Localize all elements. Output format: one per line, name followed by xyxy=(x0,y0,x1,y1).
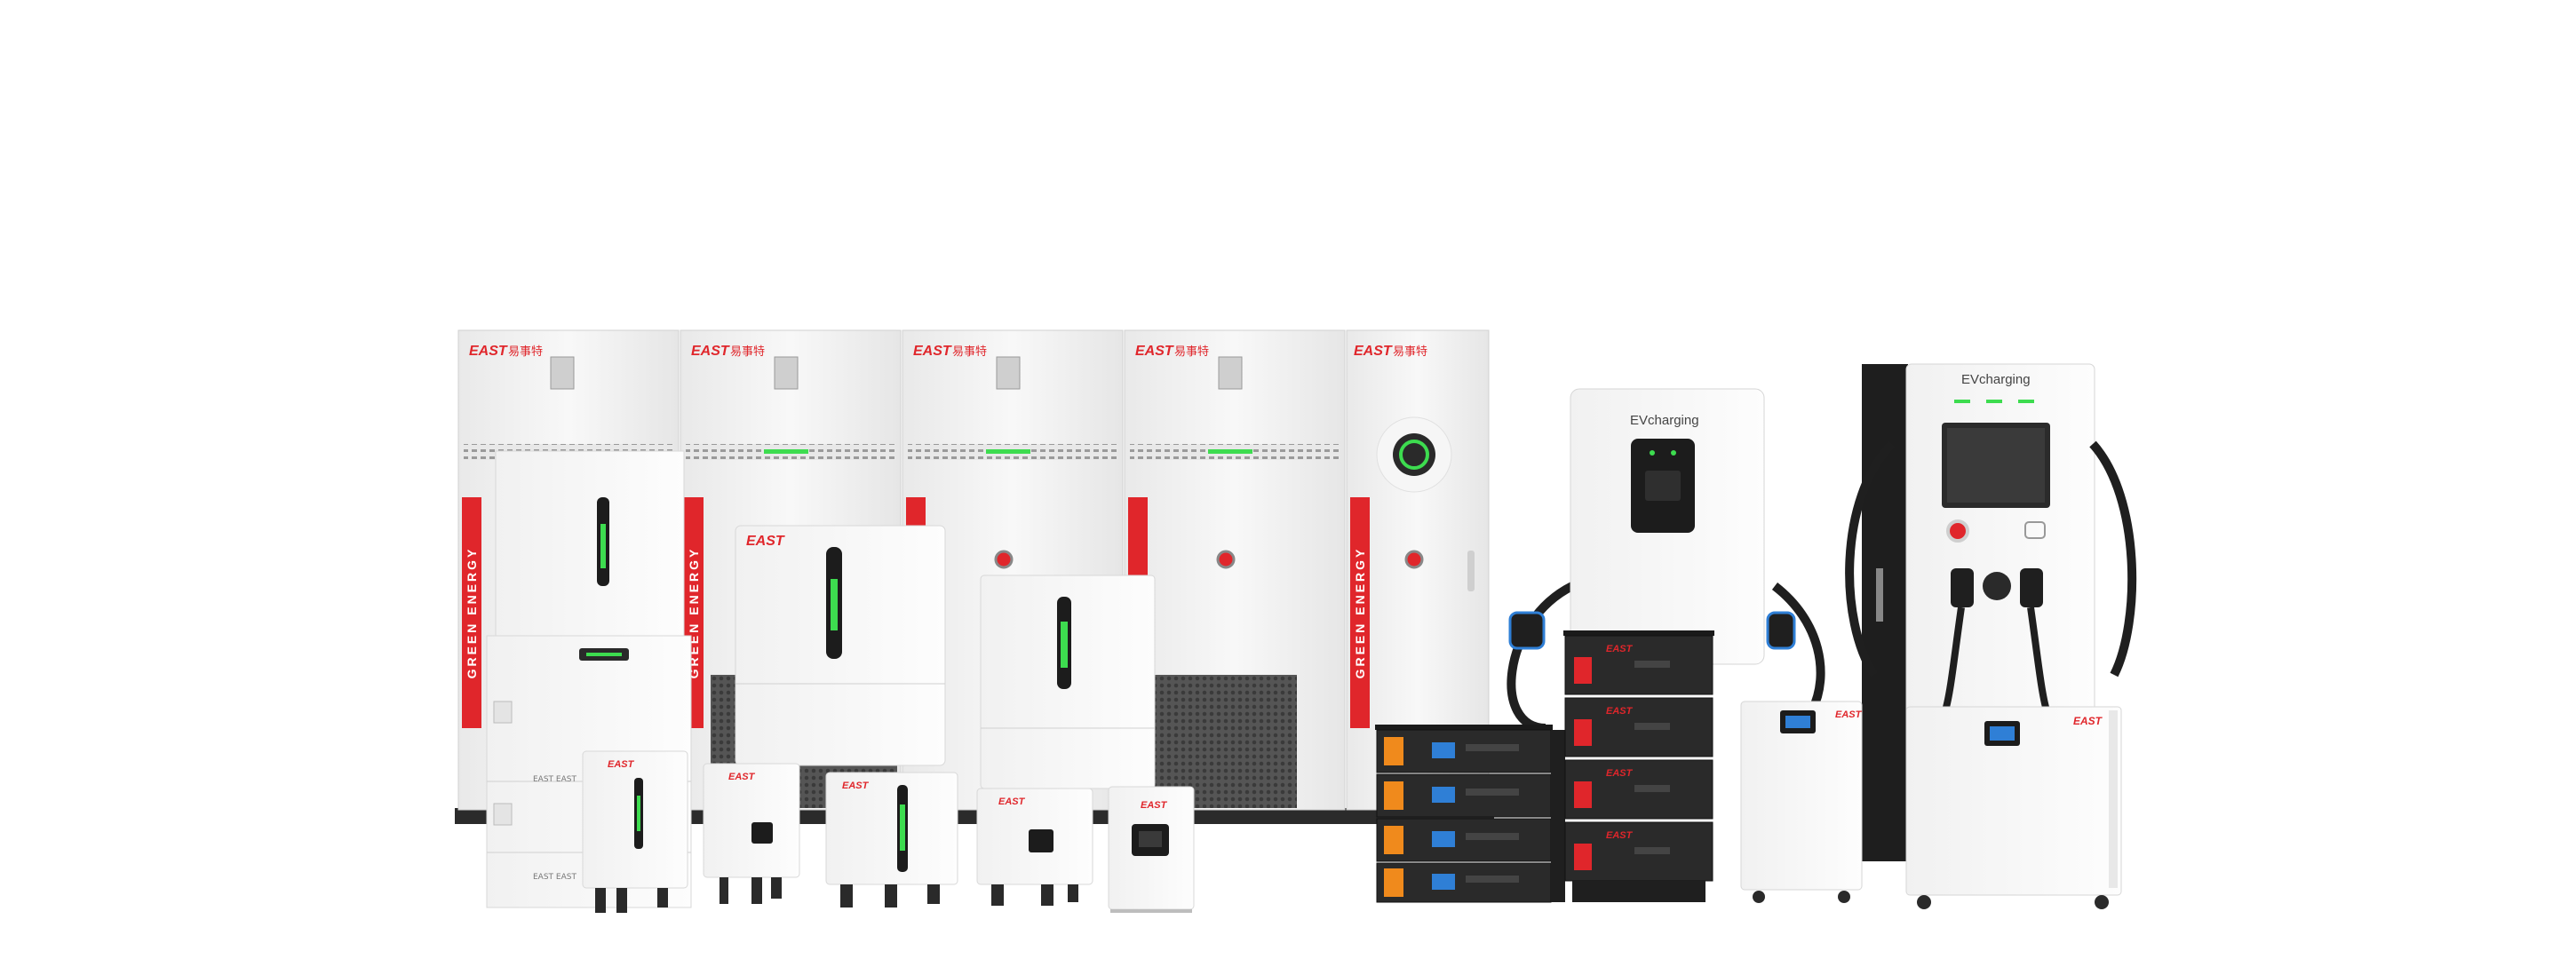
power-ring-icon xyxy=(1399,440,1429,470)
floor-battery-small: EAST xyxy=(1740,701,1863,903)
status-led-icon xyxy=(600,524,606,568)
string-inverter-1: EAST xyxy=(582,750,688,913)
cabinet-logo: EAST xyxy=(1135,344,1174,359)
cabinet-chinese-name: 易事特 xyxy=(508,345,543,359)
charging-plug-icon xyxy=(1951,568,1974,607)
emergency-stop-icon xyxy=(1216,550,1236,569)
hybrid-inverter-large: EAST xyxy=(735,525,946,766)
inverter-logo: EAST xyxy=(746,534,785,549)
battery-module: EAST xyxy=(1564,697,1713,757)
door-handle-icon xyxy=(1876,568,1883,622)
emergency-stop-icon xyxy=(1404,550,1424,569)
floor-battery-large: EAST xyxy=(1905,706,2122,909)
cabinet-logo: EAST xyxy=(691,344,730,359)
inverter-logo: EAST xyxy=(608,759,635,770)
knob-icon xyxy=(1983,572,2011,600)
rack-battery-right: EAST EAST EAST EAST xyxy=(1563,630,1714,902)
cabinet-band-text: GREEN ENERGY xyxy=(1353,547,1367,679)
string-inverter-4: EAST xyxy=(976,788,1093,906)
ev-logo: EVcharging xyxy=(1961,372,2031,387)
caster-wheel-icon xyxy=(1917,895,1931,909)
inverter-logo: EAST xyxy=(998,797,1026,807)
caster-wheel-icon xyxy=(1838,891,1850,903)
door-handle-icon xyxy=(1467,551,1475,591)
cabinet-logo: EAST xyxy=(913,344,952,359)
cabinet-band-text: GREEN ENERGY xyxy=(465,547,479,679)
ev-wallbox-charger: EVcharging xyxy=(1507,388,1825,733)
cabinet-logo: EAST xyxy=(469,344,508,359)
battery-module xyxy=(1376,862,1552,903)
caster-wheel-icon xyxy=(1753,891,1765,903)
cabinet-chinese-name: 易事特 xyxy=(952,345,987,359)
cabinet-chinese-name: 易事特 xyxy=(730,345,765,359)
charging-plug-icon xyxy=(2020,568,2043,607)
status-led-icon xyxy=(764,449,808,454)
rack-tag: EAST xyxy=(1606,768,1634,779)
status-led-icon xyxy=(831,579,838,630)
status-led-icon xyxy=(1061,622,1068,668)
caster-wheel-icon xyxy=(2095,895,2109,909)
cabinet-logo: EAST xyxy=(1354,344,1393,359)
battery-module: EAST xyxy=(1564,821,1713,882)
emergency-stop-icon xyxy=(994,550,1014,569)
inverter-display xyxy=(1029,829,1053,852)
battery-logo: EAST xyxy=(2073,715,2103,727)
inverter-display xyxy=(751,822,773,844)
rfid-card-icon xyxy=(2024,521,2046,539)
charging-plug-icon xyxy=(1766,611,1796,650)
battery-logo: EAST xyxy=(1835,709,1863,720)
hybrid-inverter-medium xyxy=(980,575,1156,789)
inverter-logo: EAST xyxy=(842,781,870,791)
unit-tag: EAST EAST xyxy=(533,873,576,882)
storage-cabinet-4: EAST 易事特 xyxy=(1124,329,1346,811)
cabinet-chinese-name: 易事特 xyxy=(1174,345,1209,359)
rack-tag: EAST xyxy=(1606,644,1634,654)
battery-module: EAST xyxy=(1564,635,1713,695)
status-led-icon xyxy=(1208,449,1252,454)
inverter-logo: EAST xyxy=(1141,800,1168,811)
unit-tag: EAST EAST xyxy=(533,775,576,784)
inverter-logo: EAST xyxy=(728,772,756,782)
battery-module xyxy=(1376,818,1552,862)
string-inverter-2: EAST xyxy=(703,763,800,904)
rack-tag: EAST xyxy=(1606,830,1634,841)
rack-tag: EAST xyxy=(1606,706,1634,717)
battery-module: EAST xyxy=(1564,759,1713,820)
charging-plug-icon xyxy=(1508,611,1546,650)
offgrid-inverter: EAST xyxy=(1108,786,1195,913)
emergency-stop-icon xyxy=(1946,519,1969,543)
status-led-icon xyxy=(986,449,1030,454)
battery-module xyxy=(1376,729,1552,773)
battery-module xyxy=(1376,773,1552,818)
rack-battery-left xyxy=(1375,725,1565,903)
cabinet-chinese-name: 易事特 xyxy=(1393,345,1427,359)
ev-logo: EVcharging xyxy=(1630,413,1699,428)
string-inverter-3: EAST xyxy=(825,772,958,907)
